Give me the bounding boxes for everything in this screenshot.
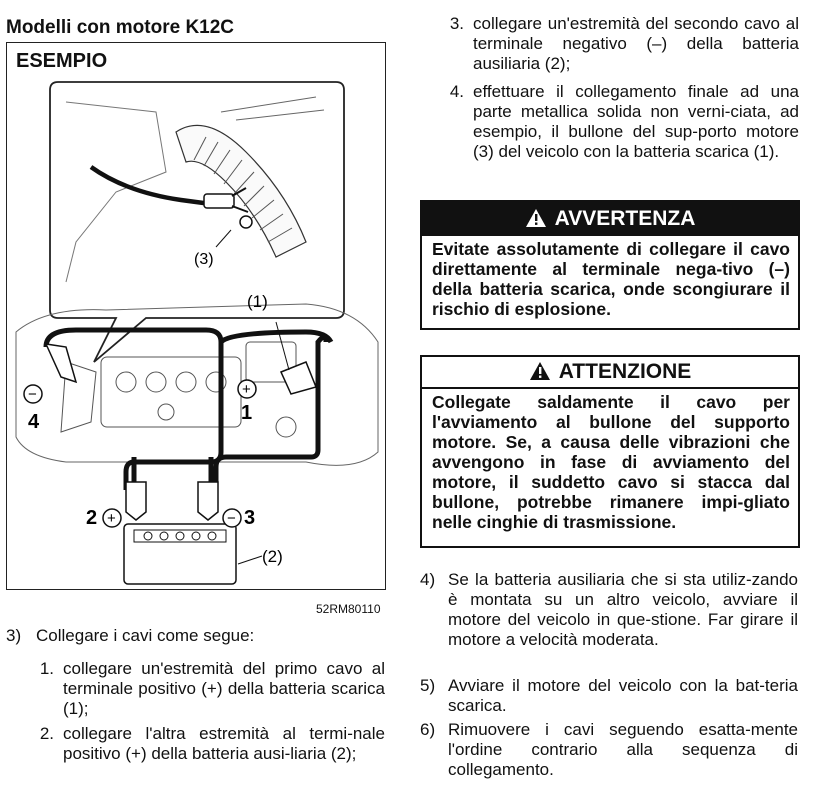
inset-bracket (220, 96, 325, 121)
plus-symbol-2 (102, 508, 122, 528)
inset-label-3: (3) (194, 251, 214, 268)
minus-sign-4: − (28, 386, 37, 403)
clamp-dead-battery-positive (279, 361, 318, 395)
leader-1 (275, 321, 290, 371)
substep-4: 4. effettuare il collegamento finale ad … (440, 82, 800, 186)
substep-2: 2. collegare l'altra estremità al termi-… (30, 724, 386, 788)
inset-cable (89, 165, 212, 207)
substep-3-text: collegare un'estremità del secondo cavo … (473, 14, 799, 73)
step-4: 4) Se la batteria ausiliaria che si sta … (420, 570, 800, 674)
auxiliary-battery (123, 523, 237, 585)
warning-text: Evitate assolutamente di collegare il ca… (432, 239, 790, 319)
substep-1-number: 1. (39, 659, 54, 678)
hose-ribs (193, 136, 293, 243)
substep-3-number: 3. (449, 14, 464, 33)
cable-negative (43, 327, 224, 490)
step-6-number: 6) (420, 720, 436, 739)
step-3-number: 3) (6, 626, 22, 645)
minus-symbol-3 (222, 508, 242, 528)
engine-bay-outline (15, 303, 379, 466)
step-5-text: Avviare il motore del veicolo con la bat… (448, 676, 798, 715)
cable-positive (213, 334, 329, 490)
number-1: 1 (241, 402, 252, 424)
label-1: (1) (247, 292, 268, 311)
number-4: 4 (28, 411, 40, 433)
step-5: 5) Avviare il motore del veicolo con la … (420, 676, 800, 720)
example-label: ESEMPIO (16, 50, 108, 72)
warning-title: AVVERTENZA (554, 207, 696, 230)
minus-symbol-4 (23, 384, 43, 404)
warning-box: AVVERTENZA Evitate assolutamente di coll… (420, 200, 800, 330)
caution-title: ATTENZIONE (558, 360, 692, 383)
label-2: (2) (262, 547, 283, 566)
warning-header: AVVERTENZA (422, 202, 798, 236)
substep-2-text: collegare l'altra estremità al termi-nal… (63, 724, 385, 763)
leader-2 (237, 555, 263, 565)
figure-code: 52RM80110 (316, 602, 381, 616)
jump-start-illustration: (3) (1) (2) − 4 + 1 2 (15, 81, 379, 585)
step-4-text: Se la batteria ausiliaria che si sta uti… (448, 570, 798, 649)
clamp-aux-negative (197, 481, 219, 521)
number-3: 3 (244, 507, 255, 529)
plus-symbol-1 (237, 379, 257, 399)
substep-4-text: effettuare il collegamento finale ad una… (473, 82, 799, 161)
plus-sign-2: + (107, 510, 116, 527)
caution-header: ATTENZIONE (422, 357, 798, 389)
step-6: 6) Rimuovere i cavi seguendo esatta-ment… (420, 720, 800, 784)
minus-sign-3: − (227, 510, 236, 527)
inset-engine-outline (65, 101, 167, 283)
substep-2-number: 2. (39, 724, 54, 743)
caution-box: ATTENZIONE Collegate saldamente il cavo … (420, 355, 800, 548)
inset-clamp (203, 187, 249, 213)
plus-sign-1: + (242, 381, 251, 398)
step-3-text: Collegare i cavi come segue: (36, 626, 255, 645)
caution-text: Collegate saldamente il cavo per l'avvia… (432, 392, 790, 532)
clamp-aux-positive (125, 481, 147, 521)
section-heading: Modelli con motore K12C (6, 17, 235, 38)
inset-bolt (239, 215, 253, 229)
step-6-text: Rimuovere i cavi seguendo esatta-mente l… (448, 720, 798, 779)
step-5-number: 5) (420, 676, 436, 695)
cable-positive-top (219, 329, 334, 345)
substep-3: 3. collegare un'estremità del secondo ca… (440, 14, 800, 78)
step-4-number: 4) (420, 570, 436, 589)
illustration-frame (6, 42, 386, 590)
warning-triangle-icon (525, 209, 546, 227)
clamp-negative-engine (44, 343, 78, 384)
number-2: 2 (86, 507, 97, 529)
inset-bubble (49, 81, 345, 363)
inset-leader (215, 229, 232, 248)
substep-1-text: collegare un'estremità del primo cavo al… (63, 659, 385, 718)
caution-triangle-icon (529, 362, 550, 380)
substep-4-number: 4. (449, 82, 464, 101)
substep-1: 1. collegare un'estremità del primo cavo… (30, 659, 386, 723)
